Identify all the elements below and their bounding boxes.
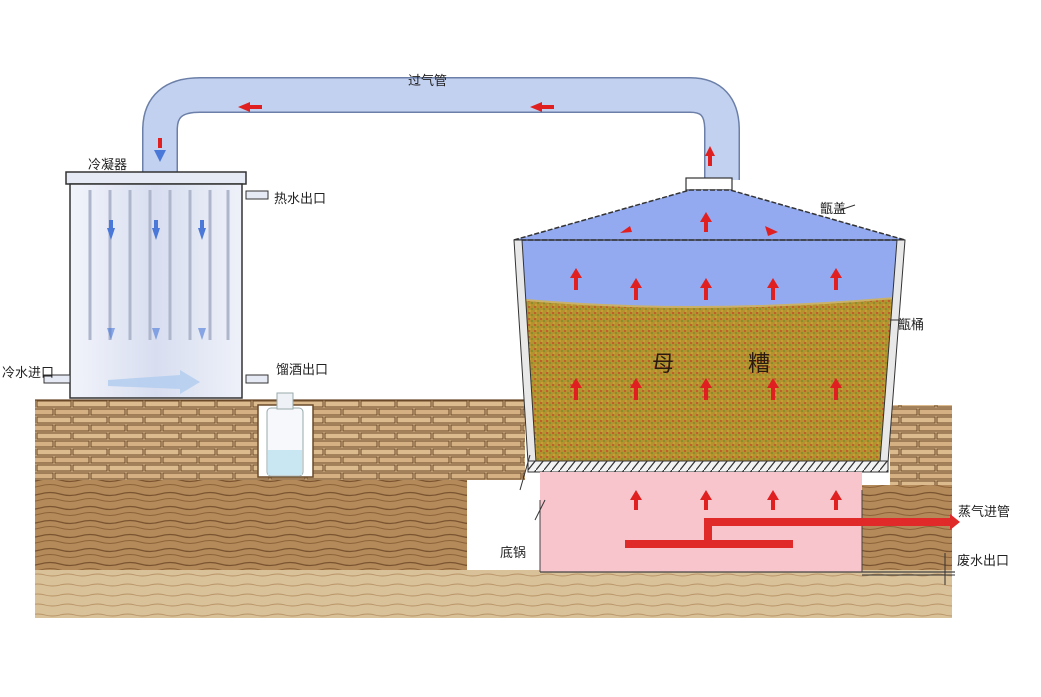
label-mash-char-1: 母 (652, 346, 674, 378)
label-bottom-pot: 底锅 (500, 542, 526, 561)
label-condenser: 冷凝器 (88, 154, 127, 173)
label-vapor-pipe: 过气管 (408, 70, 447, 89)
label-cold-water-inlet: 冷水进口 (2, 362, 54, 381)
label-waste-water-outlet: 废水出口 (957, 550, 1009, 569)
label-liquor-outlet: 馏酒出口 (276, 359, 328, 378)
liquor-pit (258, 393, 313, 477)
still (514, 178, 905, 472)
label-lid: 甑盖 (820, 198, 846, 217)
label-steam-inlet: 蒸气进管 (958, 501, 1010, 520)
label-mash-char-2: 糟 (748, 346, 770, 378)
label-hot-water-outlet: 热水出口 (274, 188, 326, 207)
label-barrel: 甑桶 (898, 314, 924, 333)
condenser (44, 172, 268, 398)
